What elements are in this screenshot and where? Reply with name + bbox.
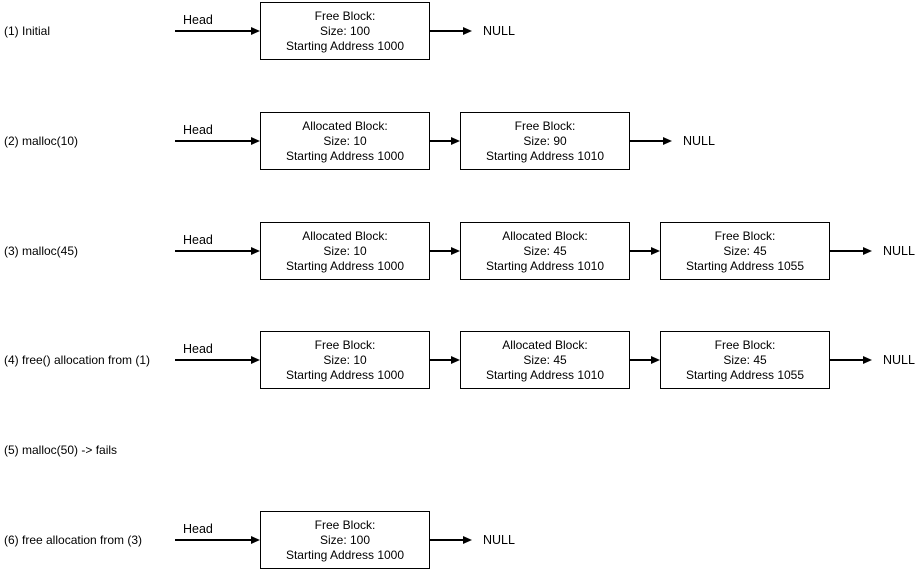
null-arrow-line	[430, 30, 463, 32]
head-arrow-arrowhead-icon	[251, 27, 260, 35]
row-label: (3) malloc(45)	[4, 244, 79, 258]
link-arrow-arrowhead-icon	[451, 356, 460, 364]
block-size: Size: 45	[523, 243, 567, 258]
head-label: Head	[183, 233, 213, 247]
row-label: (2) malloc(10)	[4, 134, 79, 148]
link-arrow-line	[430, 359, 451, 361]
null-arrow-arrowhead-icon	[463, 27, 472, 35]
row-label: (6) free allocation from (3)	[4, 533, 143, 547]
block-title: Free Block:	[714, 337, 776, 352]
block-size: Size: 100	[319, 23, 371, 38]
link-arrow-arrowhead-icon	[451, 247, 460, 255]
block-title: Free Block:	[314, 337, 376, 352]
null-arrow-line	[830, 250, 863, 252]
row-label: (5) malloc(50) -> fails	[4, 443, 118, 457]
null-label: NULL	[883, 244, 915, 258]
block-address: Starting Address 1000	[285, 148, 405, 163]
head-arrow-arrowhead-icon	[251, 536, 260, 544]
head-arrow-line	[175, 359, 251, 361]
link-arrow-arrowhead-icon	[651, 356, 660, 364]
block-size: Size: 45	[723, 352, 767, 367]
block-title: Allocated Block:	[502, 337, 588, 352]
head-arrow-arrowhead-icon	[251, 137, 260, 145]
link-arrow-line	[630, 250, 651, 252]
block-address: Starting Address 1055	[685, 367, 805, 382]
null-label: NULL	[883, 353, 915, 367]
row-label: (4) free() allocation from (1)	[4, 353, 151, 367]
block-size: Size: 10	[323, 133, 367, 148]
block-address: Starting Address 1000	[285, 38, 405, 53]
link-arrow-arrowhead-icon	[451, 137, 460, 145]
block-size: Size: 90	[523, 133, 567, 148]
block-size: Size: 10	[323, 352, 367, 367]
link-arrow-line	[430, 140, 451, 142]
head-label: Head	[183, 522, 213, 536]
block-address: Starting Address 1055	[685, 258, 805, 273]
head-label: Head	[183, 342, 213, 356]
block-title: Allocated Block:	[302, 118, 388, 133]
block-title: Allocated Block:	[502, 228, 588, 243]
block-address: Starting Address 1010	[485, 258, 605, 273]
block-title: Free Block:	[314, 517, 376, 532]
block-title: Free Block:	[514, 118, 576, 133]
head-arrow-arrowhead-icon	[251, 247, 260, 255]
null-arrow-line	[630, 140, 663, 142]
block-address: Starting Address 1000	[285, 547, 405, 562]
link-arrow-line	[430, 250, 451, 252]
null-arrow-line	[830, 359, 863, 361]
link-arrow-line	[630, 359, 651, 361]
head-arrow-line	[175, 30, 251, 32]
block-size: Size: 10	[323, 243, 367, 258]
null-label: NULL	[683, 134, 715, 148]
null-arrow-arrowhead-icon	[663, 137, 672, 145]
null-label: NULL	[483, 24, 515, 38]
block-title: Free Block:	[714, 228, 776, 243]
row-label: (1) Initial	[4, 24, 51, 38]
block-address: Starting Address 1010	[485, 148, 605, 163]
null-arrow-arrowhead-icon	[863, 247, 872, 255]
block-size: Size: 100	[319, 532, 371, 547]
block-title: Free Block:	[314, 8, 376, 23]
head-label: Head	[183, 123, 213, 137]
null-arrow-line	[430, 539, 463, 541]
block-address: Starting Address 1000	[285, 258, 405, 273]
block-size: Size: 45	[523, 352, 567, 367]
block-address: Starting Address 1000	[285, 367, 405, 382]
head-arrow-line	[175, 140, 251, 142]
block-size: Size: 45	[723, 243, 767, 258]
link-arrow-arrowhead-icon	[651, 247, 660, 255]
head-arrow-line	[175, 250, 251, 252]
head-label: Head	[183, 13, 213, 27]
null-arrow-arrowhead-icon	[463, 536, 472, 544]
block-title: Allocated Block:	[302, 228, 388, 243]
head-arrow-arrowhead-icon	[251, 356, 260, 364]
block-address: Starting Address 1010	[485, 367, 605, 382]
head-arrow-line	[175, 539, 251, 541]
null-label: NULL	[483, 533, 515, 547]
null-arrow-arrowhead-icon	[863, 356, 872, 364]
